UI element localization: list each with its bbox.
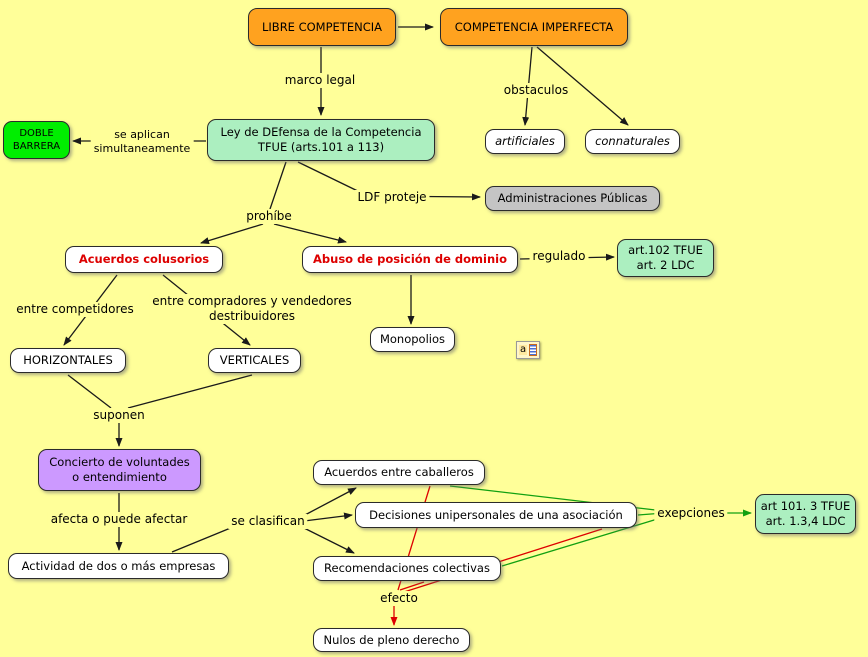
attachment-icon-document xyxy=(529,344,537,356)
node-administraciones-publicas[interactable]: Administraciones Públicas xyxy=(485,186,660,211)
link-label-marco-legal[interactable]: marco legal xyxy=(281,73,359,88)
link-label-se-aplican[interactable]: se aplican simultaneamente xyxy=(90,128,194,156)
link-label-efecto[interactable]: efecto xyxy=(377,591,421,606)
node-acuerdos-entre-caballeros[interactable]: Acuerdos entre caballeros xyxy=(313,460,485,485)
node-acuerdos-colusorios[interactable]: Acuerdos colusorios xyxy=(65,246,223,273)
node-horizontales[interactable]: HORIZONTALES xyxy=(10,348,126,373)
link-label-suponen[interactable]: suponen xyxy=(90,408,148,423)
node-actividad-empresas[interactable]: Actividad de dos o más empresas xyxy=(8,553,229,579)
link-label-obstaculos[interactable]: obstaculos xyxy=(500,83,572,98)
node-competencia-imperfecta[interactable]: COMPETENCIA IMPERFECTA xyxy=(440,8,628,46)
node-concierto-voluntades[interactable]: Concierto de voluntades o entendimiento xyxy=(38,449,201,491)
node-artificiales[interactable]: artificiales xyxy=(485,129,565,154)
node-art-101-tfue[interactable]: art 101. 3 TFUE art. 1.3,4 LDC xyxy=(755,494,856,534)
node-recomendaciones-colectivas[interactable]: Recomendaciones colectivas xyxy=(313,556,501,581)
node-abuso-posicion-dominio[interactable]: Abuso de posición de dominio xyxy=(302,246,518,273)
link-label-entre-compradores[interactable]: entre compradores y vendedores destribui… xyxy=(149,294,355,324)
node-verticales[interactable]: VERTICALES xyxy=(208,348,301,373)
node-nulos-pleno-derecho[interactable]: Nulos de pleno derecho xyxy=(313,628,470,652)
node-monopolios[interactable]: Monopolios xyxy=(370,327,455,352)
link-label-afecta[interactable]: afecta o puede afectar xyxy=(47,512,191,527)
link-label-entre-competidores[interactable]: entre competidores xyxy=(13,302,137,317)
node-ley-defensa-competencia[interactable]: Ley de DEfensa de la Competencia TFUE (a… xyxy=(207,119,435,161)
node-decisiones-unipersonales[interactable]: Decisiones unipersonales de una asociaci… xyxy=(355,502,637,528)
link-label-prohibe[interactable]: prohíbe xyxy=(243,209,295,224)
link-label-ldf-proteje[interactable]: LDF proteje xyxy=(354,190,430,205)
attachment-icon-letter: a xyxy=(519,344,528,355)
link-label-se-clasifican[interactable]: se clasifican xyxy=(228,514,308,529)
node-art-102-tfue[interactable]: art.102 TFUE art. 2 LDC xyxy=(617,239,714,277)
node-doble-barrera[interactable]: DOBLE BARRERA xyxy=(3,121,70,159)
link-label-regulado[interactable]: regulado xyxy=(529,249,589,264)
attachment-icon[interactable]: a xyxy=(516,341,540,359)
node-libre-competencia[interactable]: LIBRE COMPETENCIA xyxy=(248,8,396,46)
node-connaturales[interactable]: connaturales xyxy=(585,129,680,154)
link-label-exepciones[interactable]: exepciones xyxy=(654,506,728,521)
